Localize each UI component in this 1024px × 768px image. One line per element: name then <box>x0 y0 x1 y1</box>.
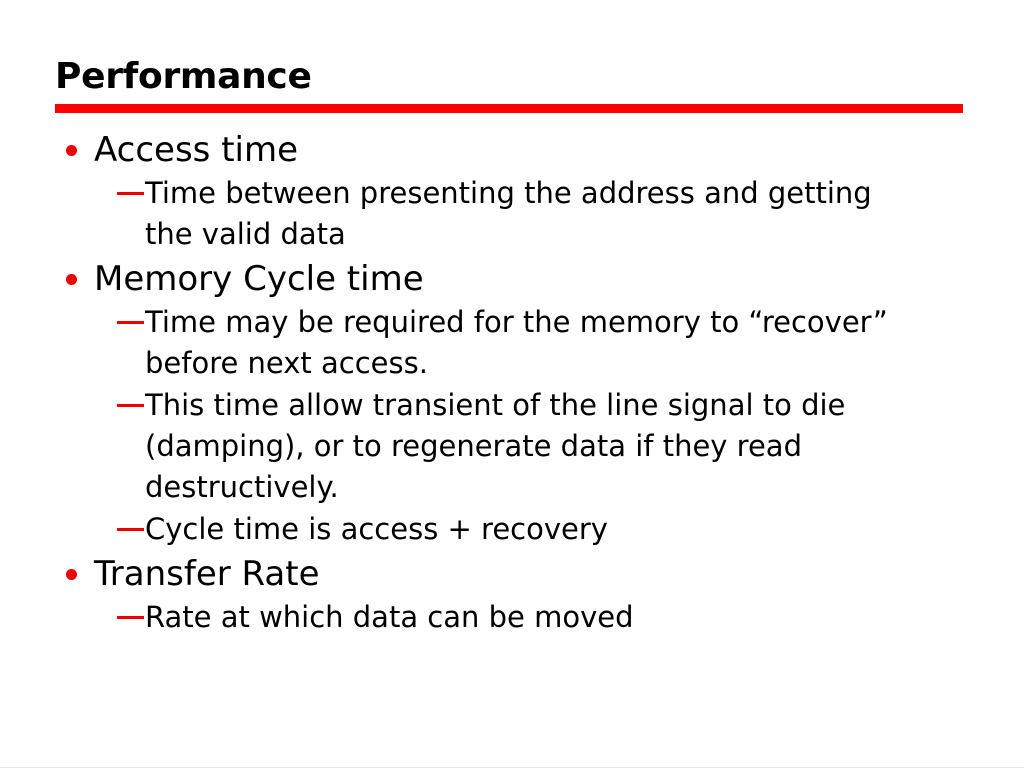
title-underline-rule <box>55 104 963 113</box>
bullet-item-level1-label: Transfer Rate <box>94 554 320 594</box>
bullet-item-level1: Transfer Rate <box>60 552 980 596</box>
outline-group: Access time Time between presenting the … <box>60 128 980 255</box>
bullet-dash-icon <box>117 173 145 214</box>
page-title: Performance <box>55 56 312 97</box>
bullet-item-level1: Memory Cycle time <box>60 257 980 301</box>
bullet-dot-icon <box>60 257 94 301</box>
title-block: Performance <box>55 55 965 113</box>
bullet-item-level2: This time allow transient of the line si… <box>117 385 980 508</box>
bullet-item-level2: Rate at which data can be moved <box>117 597 980 638</box>
content-outline: Access time Time between presenting the … <box>60 126 980 639</box>
bullet-item-level2-label: This time allow transient of the line si… <box>145 388 846 504</box>
bullet-item-level2-label: Time may be required for the memory to “… <box>145 305 888 380</box>
bullet-item-level2-label: Cycle time is access + recovery <box>145 512 608 546</box>
bullet-item-level1-label: Memory Cycle time <box>94 259 424 299</box>
outline-group: Transfer Rate Rate at which data can be … <box>60 552 980 638</box>
bullet-item-level2-label: Rate at which data can be moved <box>145 600 634 634</box>
bullet-dot-icon <box>60 552 94 596</box>
outline-group: Memory Cycle time Time may be required f… <box>60 257 980 550</box>
bullet-item-level2: Time may be required for the memory to “… <box>117 302 980 384</box>
bullet-dash-icon <box>117 302 145 343</box>
bullet-item-level1: Access time <box>60 128 980 172</box>
bullet-item-level2: Cycle time is access + recovery <box>117 509 980 550</box>
bullet-dash-icon <box>117 385 145 426</box>
bullet-item-level2-label: Time between presenting the address and … <box>145 176 872 251</box>
bullet-dash-icon <box>117 597 145 638</box>
bullet-item-level1-label: Access time <box>94 130 299 170</box>
bullet-dot-icon <box>60 128 94 172</box>
bullet-dash-icon <box>117 509 145 550</box>
bullet-item-level2: Time between presenting the address and … <box>117 173 980 255</box>
